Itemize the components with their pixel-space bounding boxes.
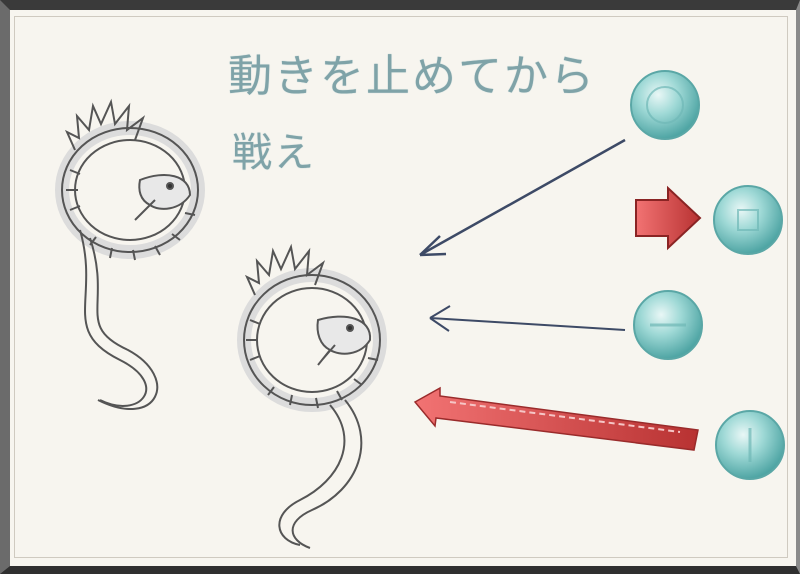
spirit-orb-icon [633, 290, 703, 360]
arrow-left-icon [419, 138, 626, 257]
spirit-orb-icon [630, 70, 700, 140]
caption-line-1: 動きを止めてから [228, 51, 596, 102]
coiled-dragon-icon [55, 98, 205, 411]
red-arrow-icon [413, 386, 699, 451]
red-pointer-icon [635, 185, 702, 251]
coiled-dragon-icon [237, 243, 387, 549]
spirit-orb-icon [715, 410, 785, 480]
spirit-orb-icon [713, 185, 783, 255]
arrow-left-icon [429, 305, 626, 332]
caption-line-2: 戦え [232, 130, 316, 176]
